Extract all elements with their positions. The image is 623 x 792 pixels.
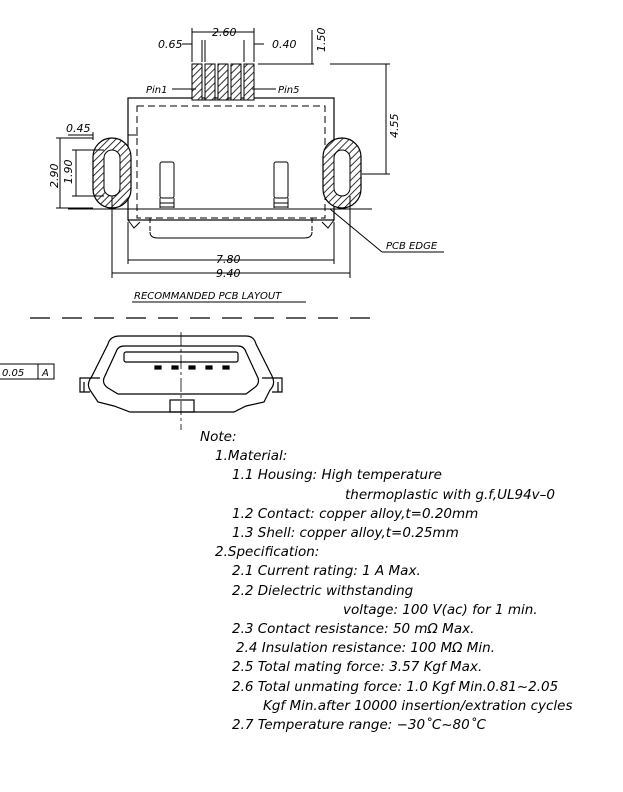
dim-260: 2.60: [212, 26, 237, 39]
dim-065: 0.65: [158, 38, 183, 51]
notes-housing-1: 1.1 Housing: High temperature: [232, 467, 442, 484]
notes-dielectric-1: 2.2 Dielectric withstanding: [232, 582, 414, 599]
hold-down-pad-left: [92, 137, 132, 209]
pin5-label: Pin5: [278, 85, 300, 96]
notes-mating: 2.5 Total mating force: 3.57 Kgf Max.: [232, 659, 483, 676]
notes-dielectric-2: voltage: 100 V(ac) for 1 min.: [343, 601, 538, 618]
notes-unmating-1: 2.6 Total unmating force: 1.0 Kgf Min.0.…: [232, 678, 559, 695]
dim-290: 2.90: [48, 164, 61, 189]
dim-045: 0.45: [66, 122, 91, 135]
notes-title: Note:: [200, 429, 237, 445]
pcb-edge-label: PCB EDGE: [386, 241, 438, 252]
dim-940: 9.40: [216, 267, 241, 280]
notes-shell: 1.3 Shell: copper alloy,t=0.25mm: [232, 525, 459, 542]
notes-contact: 1.2 Contact: copper alloy,t=0.20mm: [232, 505, 479, 522]
notes-unmating-2: Kgf Min.after 10000 insertion/extration …: [263, 697, 573, 714]
notes-material: 1.Material:: [215, 448, 288, 465]
notes-temperature: 2.7 Temperature range: −30˚C~80˚C: [232, 717, 486, 734]
front-view: [79, 332, 283, 430]
dim-040: 0.40: [272, 38, 297, 51]
pcb-layout-title: RECOMMANDED PCB LAYOUT: [134, 291, 282, 302]
tolerance-value: 0.05: [2, 368, 24, 379]
dim-190: 1.90: [62, 160, 75, 185]
notes-specification: 2.Specification:: [215, 544, 320, 561]
notes-block: Note: 1.Material: 1.1 Housing: High temp…: [200, 428, 620, 735]
dim-150: 1.50: [315, 28, 328, 53]
tolerance-frame: 0.05 A: [0, 363, 55, 380]
pin1-label: Pin1: [146, 85, 168, 96]
pcb-layout-view: [56, 28, 444, 303]
pin-pads: [191, 63, 255, 101]
notes-contact-res: 2.3 Contact resistance: 50 mΩ Max.: [232, 621, 475, 638]
notes-housing-2: thermoplastic with g.f,UL94v–0: [345, 486, 556, 503]
dim-780: 7.80: [216, 253, 241, 266]
notes-insulation: 2.4 Insulation resistance: 100 MΩ Min.: [236, 640, 495, 657]
notes-current: 2.1 Current rating: 1 A Max.: [232, 563, 421, 580]
hold-down-pad-right: [322, 137, 362, 209]
dim-455: 4.55: [388, 114, 401, 139]
datum-label: A: [41, 368, 49, 379]
